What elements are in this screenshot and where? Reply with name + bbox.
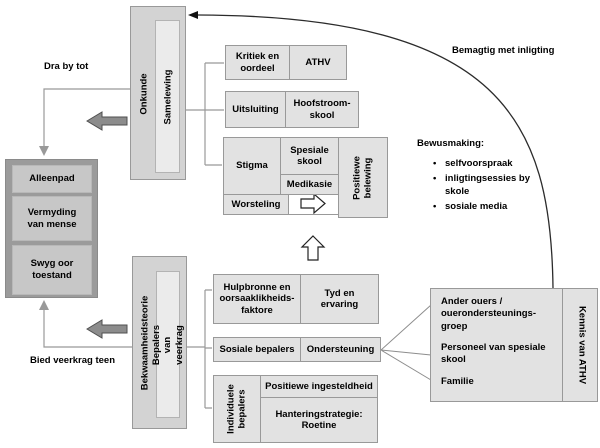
box-hoofstroomskool: Hoofstroom- skool xyxy=(285,91,359,128)
label-bemagtig-met-inligting: Bemagtig met inligting xyxy=(452,45,555,56)
arrowhead-curve-icon xyxy=(188,11,198,19)
samelewing-box: Samelewing xyxy=(155,20,180,173)
bullet-selfvoorspraak: selfvoorspraak xyxy=(431,158,543,171)
block-arrow-left-bottom-icon xyxy=(86,319,128,339)
block-arrow-left-top-icon xyxy=(86,111,128,131)
box-hulpbronne: Hulpbronne en oorsaaklikheids- faktore xyxy=(213,274,301,324)
label-onkunde: Onkunde xyxy=(138,73,150,115)
label-positiewe-belewing: Positiewe belewing xyxy=(351,155,374,200)
box-swyg-oor-toestand: Swyg oor toestand xyxy=(12,245,92,295)
box-uitsluiting: Uitsluiting xyxy=(225,91,286,128)
label-bewusmaking-heading: Bewusmaking: xyxy=(417,138,485,149)
box-tyd-en-ervaring: Tyd en ervaring xyxy=(300,274,379,324)
item-familie: Familie xyxy=(441,375,474,387)
label-dra-by-tot: Dra by tot xyxy=(44,61,89,72)
label-individuele-bepalers: Individuele bepalers xyxy=(225,384,248,434)
bewusmaking-list: selfvoorspraak inligtingsessies by skole… xyxy=(431,158,543,216)
bullet-sosiale-media: sosiale media xyxy=(431,201,543,214)
society-group: Onkunde Samelewing xyxy=(130,6,186,180)
box-spesiale-skool: Spesiale skool xyxy=(280,137,339,175)
support-items: Ander ouers / ouerondersteunings- groep … xyxy=(441,296,561,388)
support-group: Ander ouers / ouerondersteunings- groep … xyxy=(430,288,598,402)
box-individuele-bepalers: Individuele bepalers xyxy=(213,375,261,443)
box-vermyding-van-mense: Vermyding van mense xyxy=(12,196,92,241)
label-bekwaamheidsteorie: Bekwaamheidsteorie xyxy=(139,295,151,391)
isolation-group: Alleenpad Vermyding van mense Swyg oor t… xyxy=(5,159,98,298)
curve-bemagtig xyxy=(197,14,554,289)
support-fan-lines xyxy=(380,304,432,381)
hollow-arrow-right-icon xyxy=(300,192,326,215)
box-stigma: Stigma xyxy=(223,137,281,195)
kennis-van-athv-cell: Kennis van ATHV xyxy=(562,289,600,401)
label-samelewing: Samelewing xyxy=(161,69,173,124)
resilience-group: Bekwaamheidsteorie Bepalers van veerkrag xyxy=(132,256,187,429)
item-ander-ouers: Ander ouers / ouerondersteunings- groep xyxy=(441,296,537,332)
box-ondersteuning: Ondersteuning xyxy=(300,337,381,362)
box-alleenpad: Alleenpad xyxy=(12,165,92,193)
line-dra-by-tot xyxy=(43,88,130,146)
bullet-inligtingsessies: inligtingsessies by skole xyxy=(431,173,543,198)
label-bepalers-van-veerkrag: Bepalers van veerkrag xyxy=(150,324,185,365)
line-bied-veerkrag xyxy=(43,310,132,348)
hollow-arrow-up-icon xyxy=(300,235,326,261)
box-hanteringstrategie: Hanteringstrategie: Roetine xyxy=(260,397,378,443)
arrowhead-up-icon xyxy=(39,300,49,310)
box-positiewe-ingesteldheid: Positiewe ingesteldheid xyxy=(260,375,378,398)
bracket-bottom xyxy=(187,289,212,409)
box-positiewe-belewing: Positiewe belewing xyxy=(338,137,388,218)
box-arrow-cell xyxy=(288,194,339,215)
bracket-top xyxy=(185,62,224,166)
label-kennis-van-athv: Kennis van ATHV xyxy=(576,305,588,385)
box-kritiek-en-oordeel: Kritiek en oordeel xyxy=(225,45,290,80)
arrowhead-down-icon xyxy=(39,146,49,156)
box-worsteling: Worsteling xyxy=(223,194,289,215)
bepalers-box: Bepalers van veerkrag xyxy=(151,271,185,418)
box-sosiale-bepalers: Sosiale bepalers xyxy=(213,337,301,362)
box-athv: ATHV xyxy=(289,45,347,80)
box-medikasie: Medikasie xyxy=(280,174,339,195)
item-personeel: Personeel van spesiale skool xyxy=(441,342,546,366)
label-bied-veerkrag-teen: Bied veerkrag teen xyxy=(30,355,116,366)
